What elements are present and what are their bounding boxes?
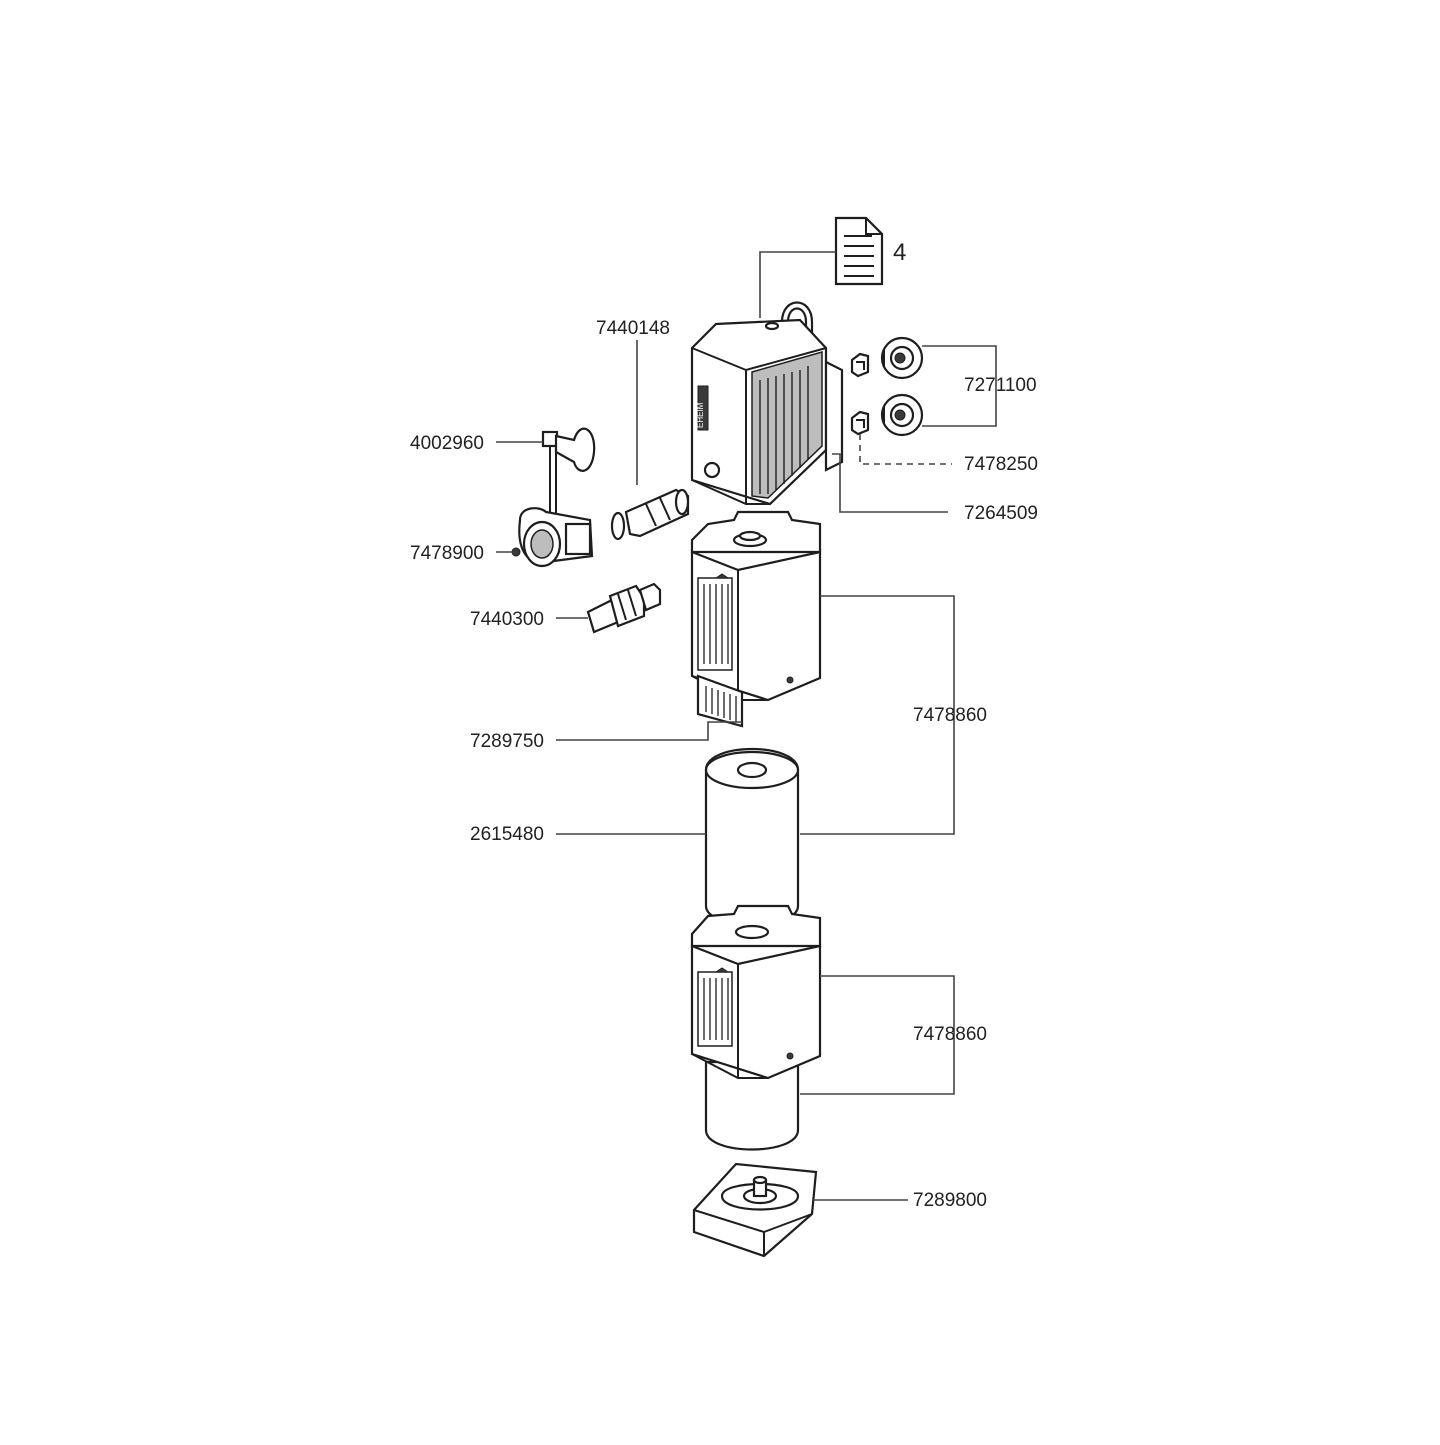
leader-7478860-lower (800, 975, 955, 1095)
vent-slots-upper (697, 573, 733, 671)
document-icon (834, 216, 884, 286)
label-7440300: 7440300 (470, 609, 544, 630)
label-7478860-lower: 7478860 (913, 1024, 987, 1045)
label-7271100: 7271100 (964, 375, 1037, 396)
label-7289800: 7289800 (913, 1190, 987, 1211)
leader-7289750 (556, 721, 742, 741)
label-7289750: 7289750 (470, 731, 544, 752)
connector-7440148 (610, 488, 690, 541)
label-7478900: 7478900 (410, 543, 484, 564)
filter-cartridge-upper (690, 510, 822, 728)
clip-top (850, 352, 870, 378)
foam-sponge (704, 748, 800, 926)
label-7440148: 7440148 (596, 318, 670, 339)
leader-7478860-upper (800, 595, 955, 835)
leader-7264509 (832, 453, 948, 513)
label-2615480: 2615480 (470, 824, 544, 845)
label-4002960: 4002960 (410, 433, 484, 454)
filter-cartridge-lower (690, 904, 822, 1151)
hose-connector-7440300 (586, 582, 662, 634)
leader-7271100 (922, 345, 997, 427)
brand-label: EHEIM (696, 402, 705, 428)
jet-nozzle-assembly (511, 427, 596, 568)
suction-cup-bottom (880, 393, 924, 437)
label-7478860-upper: 7478860 (913, 705, 987, 726)
pump-motor-head: EHEIM (690, 301, 844, 506)
label-7478250: 7478250 (964, 454, 1038, 475)
doc-leader-line (759, 251, 836, 318)
suction-cup-top (880, 336, 924, 380)
vent-slots-lower (697, 967, 733, 1047)
doc-ref-number: 4 (893, 239, 906, 266)
clip-bottom (850, 410, 870, 436)
base-plate (692, 1162, 818, 1258)
label-7264509: 7264509 (964, 503, 1038, 524)
leader-7478250 (859, 434, 952, 465)
